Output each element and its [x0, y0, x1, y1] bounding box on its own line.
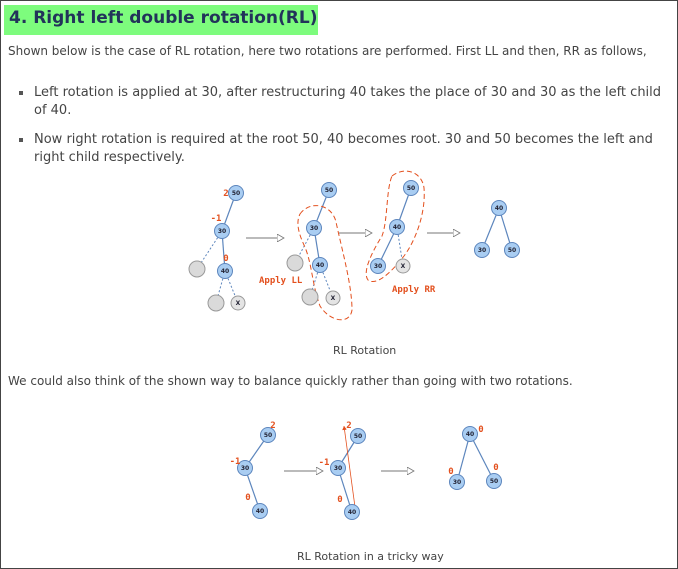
balance-factor: 0	[448, 467, 453, 477]
node-40	[252, 503, 268, 519]
node-50	[321, 182, 337, 198]
section-heading: 4. Right left double rotation(RL)	[9, 8, 318, 28]
balance-factor: 0	[478, 425, 483, 435]
node-x-label: X	[236, 300, 241, 307]
node-40	[344, 504, 360, 520]
node-30-label: 30	[218, 228, 226, 235]
node-30-label: 30	[334, 465, 342, 472]
section-heading-highlight: 4. Right left double rotation(RL)	[4, 5, 318, 35]
bullet-text: Now right rotation is required at the ro…	[34, 132, 653, 165]
figure1-tree4: 40 30 50	[474, 200, 520, 258]
balance-factor: -1	[230, 457, 241, 467]
node-40-label: 40	[348, 509, 356, 516]
node-50	[260, 427, 276, 443]
empty-node	[301, 288, 319, 306]
balance-factor: 0	[223, 254, 228, 264]
apply-rr-label: Apply RR	[392, 285, 436, 295]
balance-factor: 2	[223, 189, 228, 199]
node-40-label: 40	[316, 262, 324, 269]
empty-node	[207, 294, 225, 312]
empty-node	[286, 254, 304, 272]
node-40-label: 40	[466, 431, 474, 438]
balance-factor: 0	[337, 495, 342, 505]
apply-ll-label: Apply LL	[259, 276, 303, 286]
node-50-label: 50	[508, 247, 516, 254]
node-30	[330, 460, 346, 476]
node-30	[237, 460, 253, 476]
node-50	[504, 242, 520, 258]
balance-factor: 0	[245, 493, 250, 503]
node-50-label: 50	[264, 432, 272, 439]
balance-factor: -1	[211, 214, 222, 224]
node-40-label: 40	[256, 508, 264, 515]
node-50	[403, 180, 419, 196]
node-30	[306, 220, 322, 236]
figure2-tree3: 40 30 50 0 0 0	[448, 425, 502, 490]
bullet-icon	[19, 91, 23, 95]
node-30	[214, 223, 230, 239]
node-40-label: 40	[495, 205, 503, 212]
bullet-icon	[19, 138, 23, 142]
node-40-label: 40	[393, 224, 401, 231]
figure1-tree1: 50 30 40 X 2 -1 0	[188, 185, 246, 312]
figure2-caption: RL Rotation in a tricky way	[297, 550, 444, 563]
highlight-outline	[365, 170, 425, 282]
node-30-label: 30	[310, 225, 318, 232]
node-50	[228, 185, 244, 201]
node-40	[217, 263, 233, 279]
node-30-label: 30	[478, 247, 486, 254]
balance-factor: 0	[493, 463, 498, 473]
node-40	[312, 257, 328, 273]
node-x	[230, 295, 246, 311]
node-40	[491, 200, 507, 216]
figure1-caption: RL Rotation	[333, 344, 397, 357]
node-50	[486, 473, 502, 489]
balance-factor: -1	[319, 458, 330, 468]
bullet-text: Left rotation is applied at 30, after re…	[34, 85, 662, 118]
bullet-item: Left rotation is applied at 30, after re…	[19, 84, 674, 120]
balance-factor: 2	[270, 421, 275, 431]
node-x	[325, 290, 341, 306]
node-30-label: 30	[453, 479, 461, 486]
node-x-label: X	[401, 263, 406, 270]
node-x	[395, 258, 411, 274]
figure2-tree2: 50 30 40 2 -1 0	[319, 421, 366, 520]
second-paragraph: We could also think of the shown way to …	[8, 374, 573, 388]
figure1-tree2: 50 30 40 X Apply LL	[259, 182, 353, 321]
figure1-tree3: 50 40 30 X Apply RR	[365, 170, 436, 295]
node-50-label: 50	[232, 190, 240, 197]
node-30	[370, 258, 386, 274]
node-50-label: 50	[354, 433, 362, 440]
figure2-tree1: 50 30 40 2 -1 0	[230, 421, 276, 519]
node-30-label: 30	[374, 263, 382, 270]
empty-node	[188, 260, 206, 278]
node-30	[474, 242, 490, 258]
node-x-label: X	[331, 295, 336, 302]
bullet-item: Now right rotation is required at the ro…	[19, 131, 674, 167]
node-50-label: 50	[490, 478, 498, 485]
node-40	[389, 219, 405, 235]
bullet-list: Left rotation is applied at 30, after re…	[19, 84, 674, 178]
node-30	[449, 474, 465, 490]
node-50-label: 50	[325, 187, 333, 194]
node-30-label: 30	[241, 465, 249, 472]
node-40-label: 40	[221, 268, 229, 275]
balance-factor: 2	[346, 421, 351, 431]
node-50	[350, 428, 366, 444]
node-50-label: 50	[407, 185, 415, 192]
highlight-outline	[297, 205, 353, 321]
intro-paragraph: Shown below is the case of RL rotation, …	[8, 44, 647, 58]
rotation-arrow-icon	[342, 425, 356, 508]
node-40	[462, 426, 478, 442]
